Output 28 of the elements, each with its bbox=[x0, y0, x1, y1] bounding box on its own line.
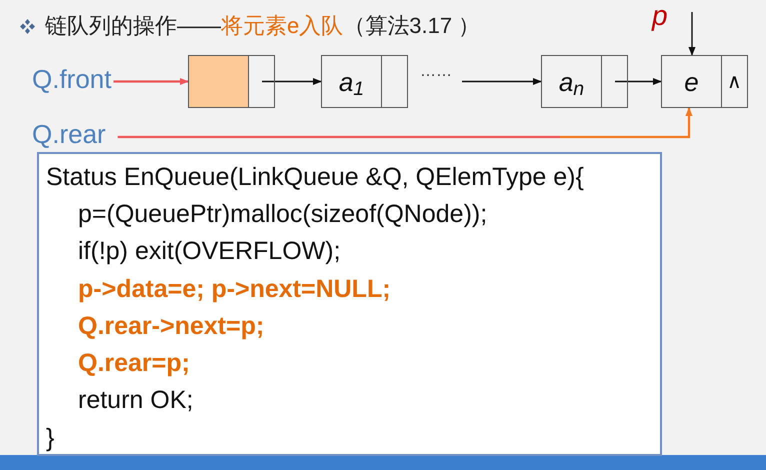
linked-list-node bbox=[661, 55, 748, 108]
arrow bbox=[262, 78, 322, 86]
code-box bbox=[37, 152, 662, 456]
node-value: e bbox=[684, 66, 699, 96]
pointer-name: Q.rear bbox=[32, 119, 106, 149]
code-line: } bbox=[46, 422, 54, 453]
null-pointer-symbol: ∧ bbox=[727, 70, 742, 94]
code-line: p->data=e; p->next=NULL; bbox=[78, 274, 391, 304]
code-line: Q.rear=p; bbox=[78, 348, 190, 378]
ellipsis: …… bbox=[420, 62, 452, 82]
linked-list-node bbox=[541, 55, 628, 108]
code-line: return OK; bbox=[78, 385, 194, 416]
code-line: if(!p) exit(OVERFLOW); bbox=[78, 236, 341, 266]
code-line: Q.rear->next=p; bbox=[78, 310, 264, 341]
arrow bbox=[688, 12, 696, 56]
node-value: a$_{1}$ bbox=[338, 66, 364, 96]
arrow bbox=[113, 78, 189, 86]
code-line: Status EnQueue(LinkQueue &Q, QElemType e){ bbox=[46, 162, 584, 192]
pointer-name: Q.front bbox=[32, 64, 112, 94]
linked-list-node bbox=[188, 55, 275, 108]
slide-title: 链队列的操作——将元素e入队（算法3.17 ） bbox=[45, 12, 480, 40]
linked-list-node bbox=[321, 55, 408, 108]
node-value: a$_{n}$ bbox=[558, 66, 584, 96]
pointer-label: p bbox=[652, 2, 668, 30]
code-line: p=(QueuePtr)malloc(sizeof(QNode)); bbox=[78, 198, 488, 229]
arrow bbox=[615, 78, 662, 86]
arrow bbox=[462, 78, 542, 86]
arrow bbox=[118, 107, 693, 138]
